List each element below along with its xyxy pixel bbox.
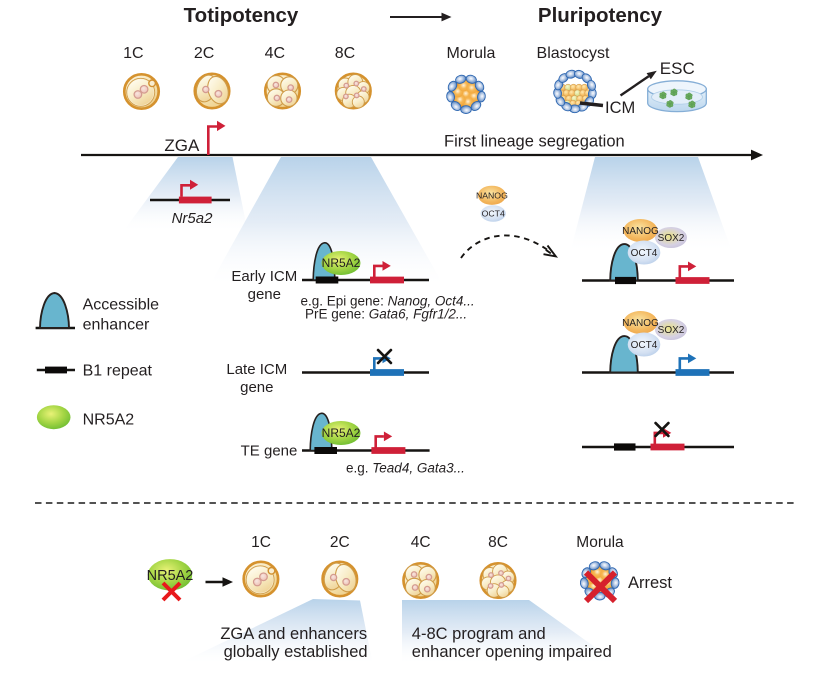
svg-text:2C: 2C <box>330 534 350 551</box>
svg-text:1C: 1C <box>251 534 271 551</box>
svg-text:Blastocyst: Blastocyst <box>537 45 610 62</box>
svg-text:PrE gene: Gata6, Fgfr1/2...: PrE gene: Gata6, Fgfr1/2... <box>305 307 467 322</box>
svg-text:8C: 8C <box>335 45 355 62</box>
svg-text:NR5A2: NR5A2 <box>322 426 361 440</box>
svg-text:Pluripotency: Pluripotency <box>538 4 663 27</box>
svg-text:4-8C program and: 4-8C program and <box>412 625 546 643</box>
svg-text:B1 repeat: B1 repeat <box>83 362 153 379</box>
svg-text:8C: 8C <box>488 534 508 551</box>
svg-text:Morula: Morula <box>576 534 624 551</box>
svg-text:gene: gene <box>248 286 281 303</box>
svg-text:First lineage segregation: First lineage segregation <box>444 133 625 151</box>
svg-text:NR5A2: NR5A2 <box>147 568 194 584</box>
svg-text:Arrest: Arrest <box>628 574 672 592</box>
svg-text:globally established: globally established <box>224 643 368 661</box>
svg-text:OCT4: OCT4 <box>631 340 658 351</box>
svg-text:enhancer opening impaired: enhancer opening impaired <box>412 643 612 661</box>
svg-text:e.g. Tead4, Gata3...: e.g. Tead4, Gata3... <box>346 461 465 476</box>
svg-text:TE gene: TE gene <box>241 443 298 460</box>
svg-text:ICM: ICM <box>605 99 635 117</box>
svg-text:4C: 4C <box>265 45 285 62</box>
svg-text:Early ICM: Early ICM <box>231 268 297 285</box>
svg-text:gene: gene <box>240 379 273 396</box>
svg-text:enhancer: enhancer <box>83 317 150 334</box>
svg-text:Late ICM: Late ICM <box>226 361 287 378</box>
svg-text:NR5A2: NR5A2 <box>83 411 135 428</box>
svg-text:e.g. Epi gene: Nanog, Oct4...: e.g. Epi gene: Nanog, Oct4... <box>301 294 475 309</box>
svg-text:1C: 1C <box>123 45 143 62</box>
svg-text:SOX2: SOX2 <box>658 325 685 336</box>
svg-text:Accessible: Accessible <box>83 297 160 314</box>
svg-text:NANOG: NANOG <box>622 226 659 237</box>
svg-text:Morula: Morula <box>447 45 496 62</box>
svg-text:OCT4: OCT4 <box>631 248 658 259</box>
svg-text:ZGA and enhancers: ZGA and enhancers <box>220 625 367 643</box>
svg-text:NANOG: NANOG <box>622 318 659 329</box>
svg-text:OCT4: OCT4 <box>482 209 505 219</box>
svg-text:4C: 4C <box>411 534 431 551</box>
svg-text:SOX2: SOX2 <box>658 233 685 244</box>
svg-text:NR5A2: NR5A2 <box>322 256 361 270</box>
svg-text:2C: 2C <box>194 45 214 62</box>
svg-text:ZGA: ZGA <box>164 136 200 155</box>
svg-text:Totipotency: Totipotency <box>184 4 299 27</box>
svg-text:Nr5a2: Nr5a2 <box>172 210 214 227</box>
svg-text:ESC: ESC <box>660 59 695 78</box>
svg-text:NANOG: NANOG <box>476 190 508 200</box>
